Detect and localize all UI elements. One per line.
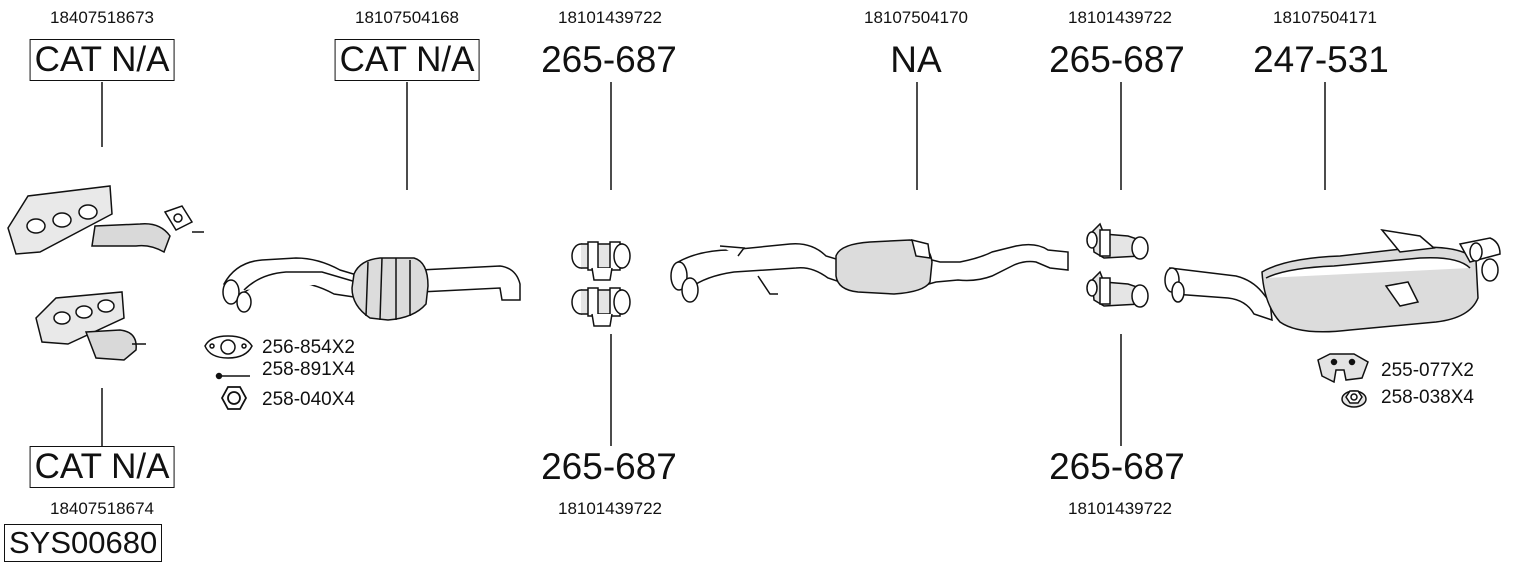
oe-number-clamp-3: 18101439722 — [557, 499, 663, 518]
centre-silencer-icon — [670, 238, 1069, 303]
hardware-ref-hex-nut[interactable]: 258-040X4 — [262, 389, 355, 410]
oe-number-manifold-lower: 18407518674 — [49, 499, 155, 518]
oe-number-clamp-4: 18101439722 — [1067, 499, 1173, 518]
part-ref-clamp-1[interactable]: 265-687 — [541, 39, 677, 80]
hardware-ref-flange-nut[interactable]: 258-038X4 — [1381, 387, 1474, 408]
clamp-4-icon — [1086, 270, 1149, 308]
oe-number-clamp-2: 18101439722 — [1067, 8, 1173, 27]
front-pipe-catalyst-icon — [222, 257, 521, 321]
hardware-ref-gasket[interactable]: 256-854X2 — [262, 337, 355, 358]
oe-number-front-pipe: 18107504168 — [354, 8, 460, 27]
flange-nut-icon — [1341, 390, 1367, 408]
rear-silencer-icon — [1164, 228, 1501, 333]
clamp-2-icon — [1086, 222, 1149, 260]
oe-number-manifold-upper: 18407518673 — [49, 8, 155, 27]
part-ref-clamp-2[interactable]: 265-687 — [1049, 39, 1185, 80]
oe-number-centre-silencer: 18107504170 — [863, 8, 969, 27]
oe-number-clamp-1: 18101439722 — [557, 8, 663, 27]
part-ref-front-pipe[interactable]: CAT N/A — [334, 39, 480, 81]
part-ref-manifold-lower[interactable]: CAT N/A — [29, 446, 175, 488]
hardware-ref-bolt[interactable]: 258-891X4 — [262, 359, 355, 380]
manifold-lower-icon — [35, 291, 146, 361]
gasket-icon — [204, 335, 253, 359]
part-ref-rear-silencer[interactable]: 247-531 — [1253, 39, 1389, 80]
clamp-1-icon — [571, 241, 631, 281]
part-ref-centre-silencer[interactable]: NA — [890, 39, 942, 80]
part-ref-manifold-upper[interactable]: CAT N/A — [29, 39, 175, 81]
oe-number-rear-silencer: 18107504171 — [1272, 8, 1378, 27]
hardware-ref-rubber-mount[interactable]: 255-077X2 — [1381, 360, 1474, 381]
bolt-icon — [215, 372, 250, 380]
part-ref-clamp-4[interactable]: 265-687 — [1049, 446, 1185, 487]
system-reference[interactable]: SYS00680 — [4, 524, 163, 562]
manifold-upper-icon — [7, 185, 204, 255]
clamp-3-icon — [571, 287, 631, 327]
rubber-mount-icon — [1317, 353, 1369, 384]
part-ref-clamp-3[interactable]: 265-687 — [541, 446, 677, 487]
hex-nut-icon — [220, 386, 248, 410]
